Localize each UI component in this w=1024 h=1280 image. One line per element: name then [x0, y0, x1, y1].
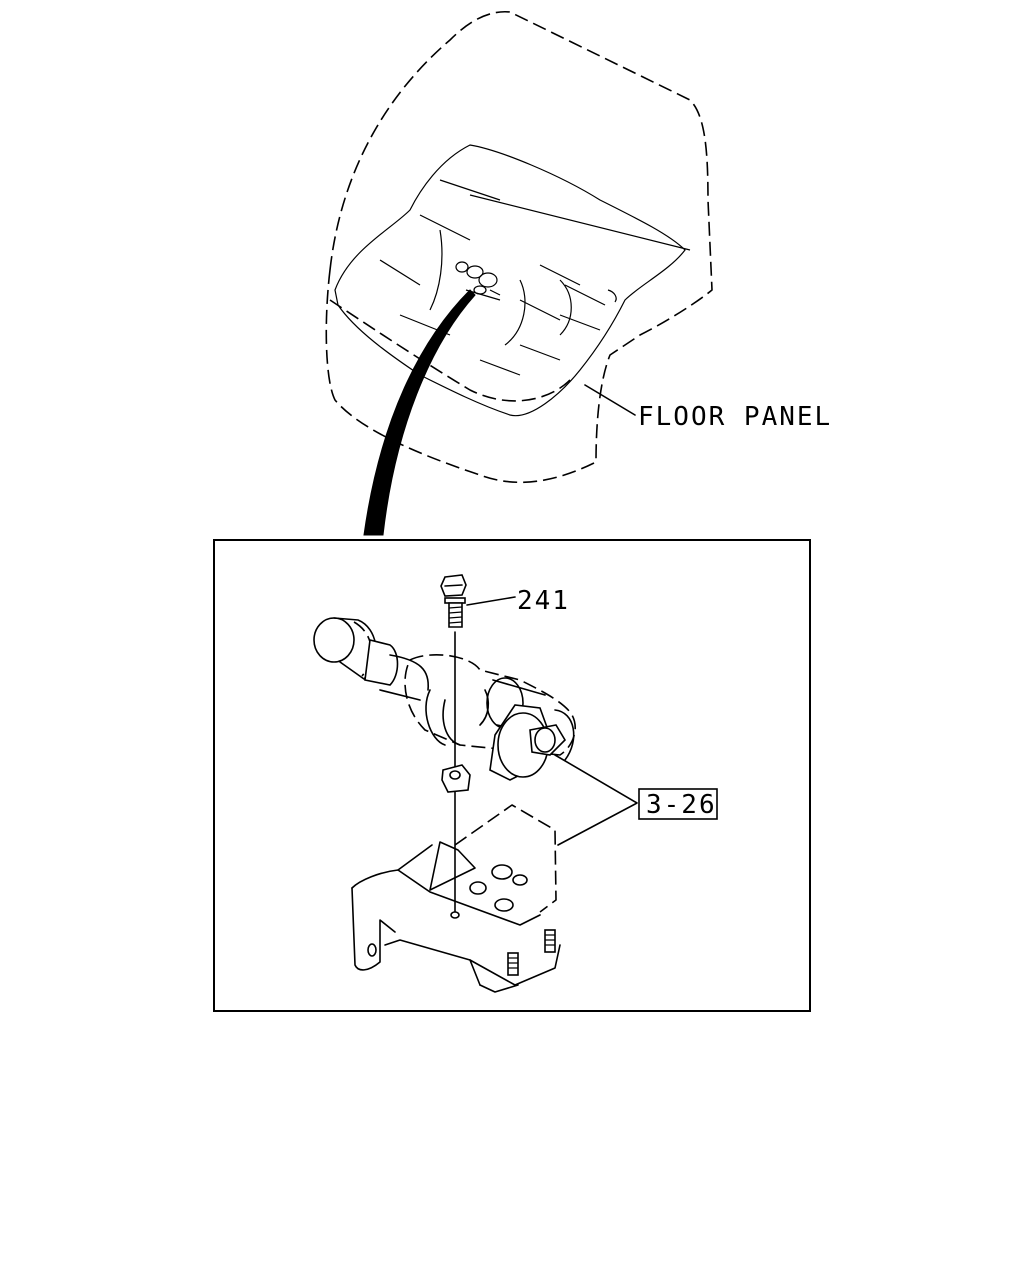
ref-3-26-box	[638, 788, 718, 820]
detail-frame	[213, 539, 811, 1012]
mounted-part-thumbnail	[455, 261, 501, 301]
ref-3-26-leader	[554, 754, 638, 846]
actuator-assembly	[313, 617, 576, 793]
bolt-241	[440, 574, 467, 628]
floor-panel	[334, 144, 691, 417]
zoom-leader	[363, 289, 476, 536]
part-241-label: 241	[517, 586, 570, 616]
floor-panel-leader	[584, 384, 636, 416]
mounting-bracket	[351, 804, 561, 993]
floor-panel-label: FLOOR PANEL	[638, 402, 832, 432]
vehicle-body-outline	[325, 10, 713, 484]
bolt-241-leader	[466, 596, 516, 606]
ref-3-26-label: 3-26	[646, 790, 717, 820]
